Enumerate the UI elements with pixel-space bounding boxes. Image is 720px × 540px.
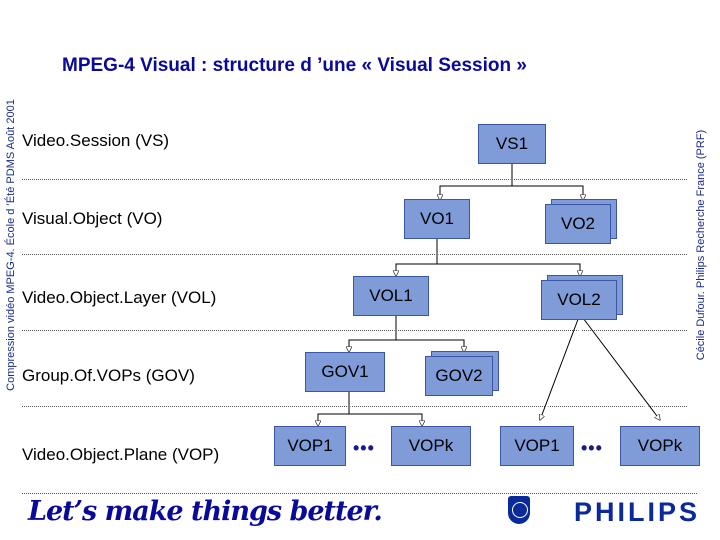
- node-vo1: VO1: [404, 199, 470, 239]
- philips-shield-icon: [508, 496, 530, 524]
- node-vopk-a: VOPk: [391, 426, 471, 466]
- node-vs1: VS1: [478, 124, 546, 164]
- level-separator: [22, 254, 687, 255]
- ellipsis: •••: [353, 438, 375, 458]
- level-label-gov: Group.Of.VOPs (GOV): [22, 366, 195, 385]
- node-gov1: GOV1: [305, 352, 385, 392]
- node-vo2: VO2: [545, 199, 617, 244]
- node-vol2: VOL2: [541, 275, 623, 320]
- level-separator: [22, 330, 687, 331]
- level-label-vo: Visual.Object (VO): [22, 209, 163, 228]
- ellipsis: •••: [581, 438, 603, 458]
- node-vop1-b: VOP1: [500, 426, 574, 466]
- brand-logo: PHILIPS: [574, 497, 701, 527]
- slide-title: MPEG-4 Visual : structure d ’une « Visua…: [62, 55, 527, 76]
- brand-slogan: Let’s make things better.: [28, 496, 383, 527]
- node-vol1: VOL1: [353, 276, 429, 316]
- node-vop1-a: VOP1: [274, 426, 346, 466]
- level-separator: [22, 179, 687, 180]
- node-vopk-b: VOPk: [620, 426, 700, 466]
- level-label-vol: Video.Object.Layer (VOL): [22, 288, 217, 307]
- level-label-vop: Video.Object.Plane (VOP): [22, 445, 220, 464]
- level-label-vs: Video.Session (VS): [22, 131, 170, 150]
- footer-separator: [22, 493, 697, 494]
- node-gov2: GOV2: [425, 351, 499, 396]
- level-separator: [22, 406, 687, 407]
